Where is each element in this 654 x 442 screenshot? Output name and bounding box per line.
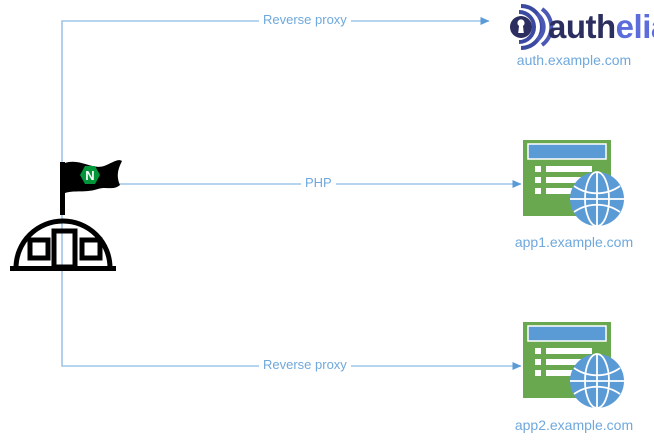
svg-text:N: N: [85, 168, 94, 183]
authelia-wordmark: authelia: [548, 9, 654, 45]
edge-proxy-to-authelia: [61, 17, 490, 185]
node-app2-icon[interactable]: [523, 322, 624, 409]
node-app1-icon[interactable]: [523, 140, 624, 227]
node-label-app1-example-com: app1.example.com: [514, 234, 634, 250]
node-label-auth-example-com: auth.example.com: [516, 52, 632, 68]
node-nginx-reverse-proxy-icon[interactable]: N: [10, 160, 122, 271]
edge-label-reverse-proxy-app2: Reverse proxy: [259, 357, 351, 373]
edge-proxy-to-app2: [61, 185, 522, 370]
edge-label-php: PHP: [301, 175, 336, 191]
authelia-wordmark-second: elia: [615, 8, 654, 45]
edge-label-reverse-proxy-authelia: Reverse proxy: [259, 12, 351, 28]
node-authelia-logo-icon[interactable]: [510, 4, 554, 50]
node-label-app2-example-com: app2.example.com: [514, 417, 634, 433]
authelia-wordmark-first: auth: [548, 8, 616, 45]
